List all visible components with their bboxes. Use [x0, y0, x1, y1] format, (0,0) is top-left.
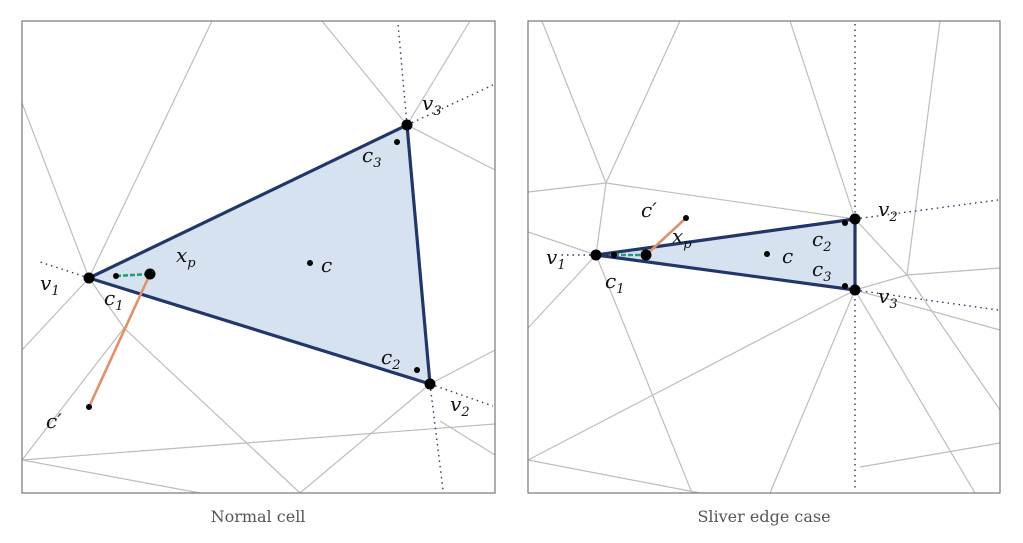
point-c3	[394, 139, 400, 145]
vertex-v1-right	[590, 249, 602, 261]
label-c3: c3	[362, 143, 381, 171]
point-c-right	[764, 251, 770, 257]
caption-normal-cell: Normal cell	[211, 507, 306, 526]
label-v2: v2	[450, 392, 470, 420]
label-xp-right: xp	[672, 224, 692, 252]
caption-sliver-edge-case: Sliver edge case	[697, 507, 830, 526]
label-c-prime: c′	[46, 409, 62, 433]
dual-edges-right	[560, 24, 999, 490]
dual-edges-left	[39, 23, 494, 491]
segment-c-prime-to-xp	[87, 273, 152, 408]
panel-frame-right	[527, 20, 1001, 494]
cell-triangle-right	[594, 217, 857, 292]
segment-c1-to-xp	[115, 272, 151, 278]
point-c2-right	[842, 220, 848, 226]
label-c-prime-right: c′	[641, 198, 657, 222]
point-c	[307, 260, 313, 266]
vertex-v2-right	[849, 213, 861, 225]
label-v3: v3	[422, 91, 442, 119]
label-c3-right: c3	[812, 257, 831, 285]
vertex-v1	[83, 272, 95, 284]
label-c-right: c	[782, 244, 793, 268]
point-c-prime-right	[683, 215, 689, 221]
vertex-v2	[424, 378, 436, 390]
label-v1: v1	[40, 271, 60, 299]
label-xp: xp	[176, 243, 196, 271]
label-v1-right: v1	[546, 245, 566, 273]
vertex-v3	[401, 119, 413, 131]
label-c: c	[321, 253, 332, 277]
cell-triangle-left	[87, 123, 432, 386]
segment-c-prime-to-xp-right	[645, 217, 687, 256]
label-c2: c2	[381, 345, 400, 373]
point-c-prime	[86, 404, 92, 410]
point-c3-right	[842, 283, 848, 289]
vertex-v3-right	[849, 284, 861, 296]
query-point-xp-right	[640, 249, 652, 261]
query-point-xp	[144, 268, 156, 280]
panel-frame-left	[21, 20, 496, 494]
panel-sliver-edge-case: v1 v2 v3 c1 c2 c3 c xp c′ Sliver edge ca…	[527, 20, 1001, 526]
point-c1	[113, 273, 119, 279]
point-c2	[414, 367, 420, 373]
panel-normal-cell: v1 v3 v2 c1 c3 c2 c xp c′ Normal cell	[21, 20, 496, 526]
label-v3-right: v3	[878, 284, 898, 312]
point-c1-right	[611, 252, 617, 258]
mesh-right	[528, 21, 1000, 493]
label-v2-right: v2	[878, 197, 898, 225]
label-c1-right: c1	[605, 269, 624, 297]
label-c1: c1	[104, 286, 123, 314]
label-c2-right: c2	[812, 227, 831, 255]
mesh-left	[22, 21, 495, 493]
